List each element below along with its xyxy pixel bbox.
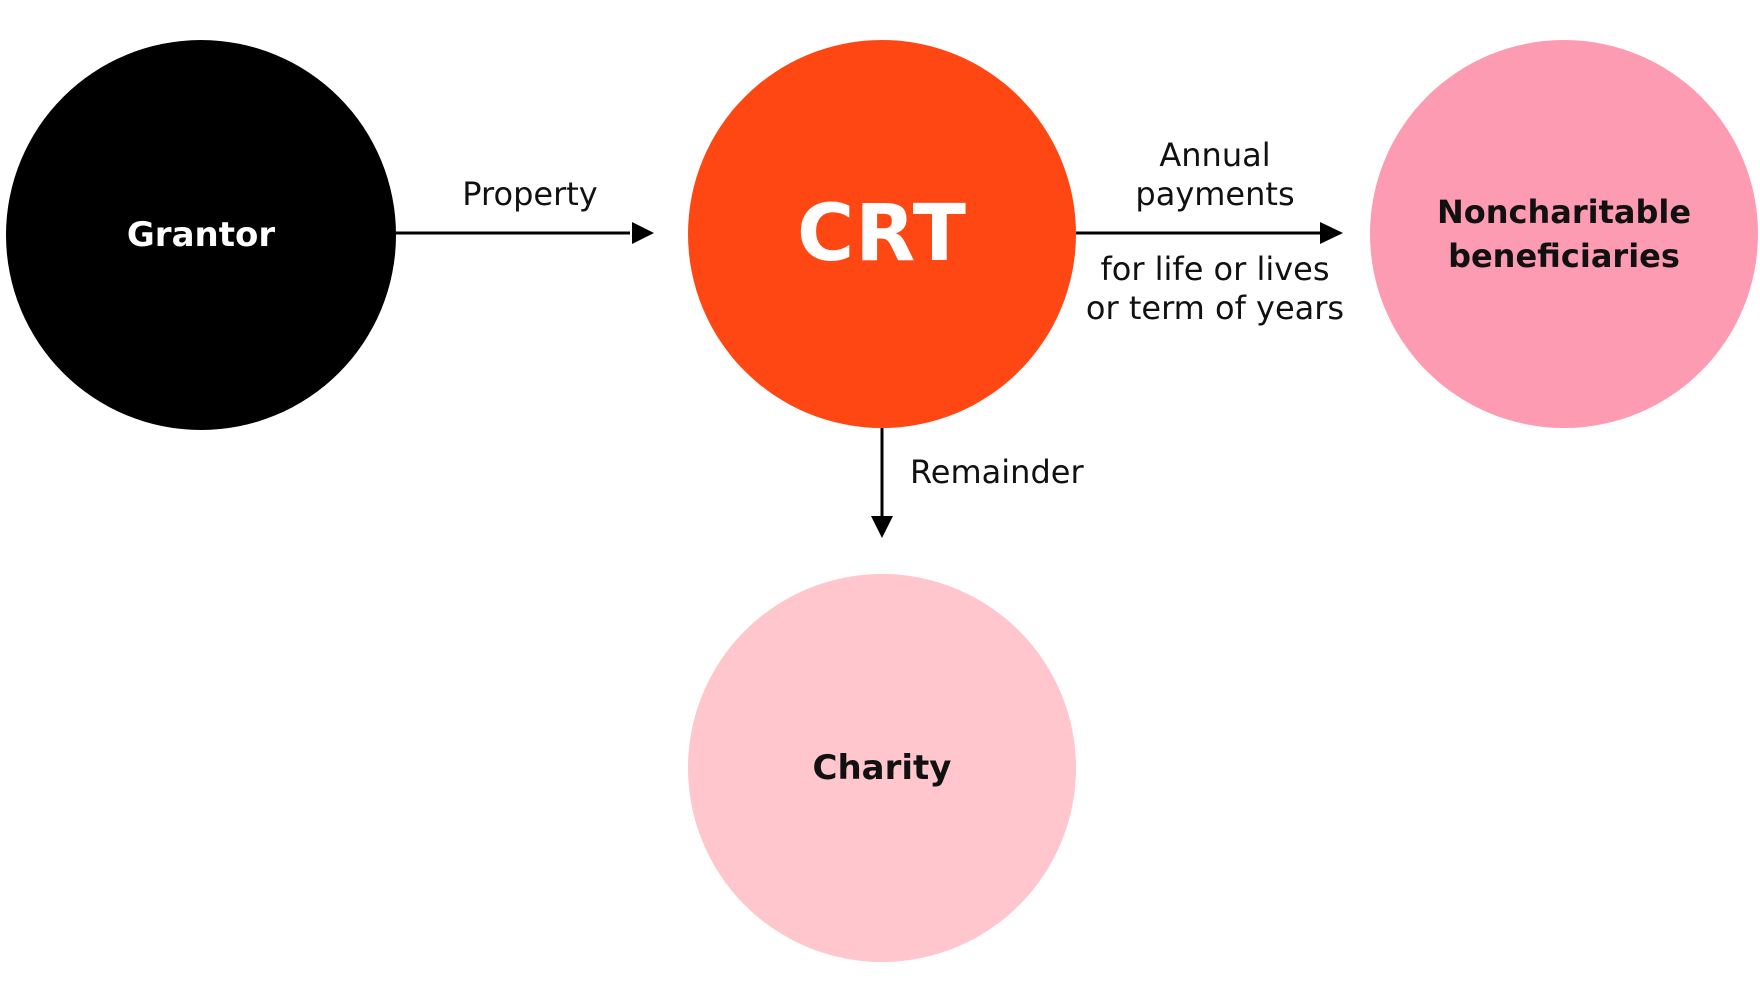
payments-edge-label: Annual payments	[1135, 136, 1295, 213]
charity-node: Charity	[688, 574, 1076, 962]
remainder-arrow	[871, 428, 893, 538]
crt-label: CRT	[796, 189, 967, 279]
beneficiaries-label: Noncharitable beneficiaries	[1436, 193, 1692, 275]
remainder-edge-label: Remainder	[910, 453, 1084, 491]
payments-arrow	[1076, 222, 1343, 244]
property-arrow	[396, 222, 654, 244]
charity-label: Charity	[812, 748, 952, 788]
payments-edge-sublabel: for life or lives or term of years	[1085, 250, 1345, 327]
beneficiaries-node: Noncharitable beneficiaries	[1370, 40, 1758, 428]
grantor-label: Grantor	[126, 215, 276, 255]
property-edge-label: Property	[462, 175, 598, 213]
crt-node: CRT	[688, 40, 1076, 428]
grantor-node: Grantor	[6, 40, 396, 430]
